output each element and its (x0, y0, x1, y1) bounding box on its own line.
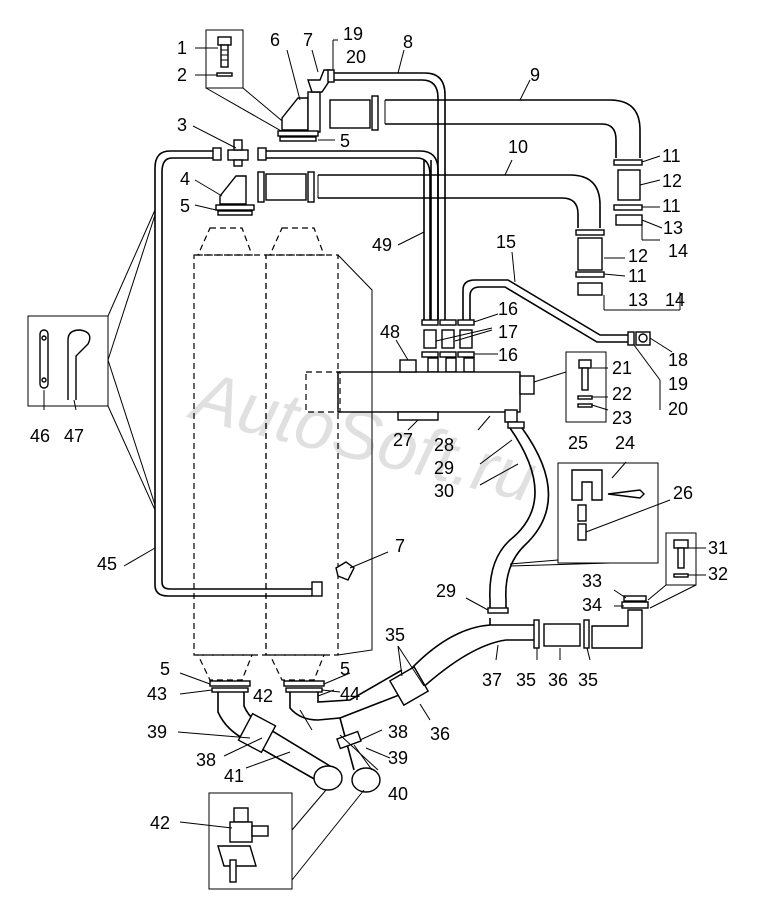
callout-25: 25 (568, 433, 588, 453)
callout-16: 16 (498, 299, 518, 319)
callout-8: 8 (403, 32, 413, 52)
bolt-inset (205, 29, 244, 89)
callout-7: 7 (303, 30, 313, 50)
callout-17: 17 (498, 322, 518, 342)
callout-42: 42 (253, 686, 273, 706)
callout-11: 11 (628, 266, 647, 286)
callout-47: 47 (64, 426, 84, 446)
callout-32: 32 (708, 564, 728, 584)
callout-15: 15 (496, 232, 516, 252)
pin-46 (39, 329, 49, 389)
callout-18: 18 (668, 350, 688, 370)
callout-36: 36 (430, 724, 450, 744)
callout-5: 5 (340, 659, 350, 679)
elbow-7-lower (311, 561, 355, 597)
callout-35: 35 (516, 670, 536, 690)
callout-31: 31 (708, 538, 728, 558)
callout-9: 9 (530, 65, 540, 85)
callout-5: 5 (340, 131, 350, 151)
callout-33: 33 (582, 571, 602, 591)
callout-34: 34 (582, 595, 602, 615)
elbow-6 (277, 91, 321, 142)
callout-38: 38 (196, 750, 216, 770)
callout-24: 24 (615, 433, 635, 453)
callout-6: 6 (270, 30, 280, 50)
callout-45: 45 (97, 554, 117, 574)
callout-2: 2 (177, 65, 187, 85)
callout-46: 46 (30, 426, 50, 446)
callout-11: 11 (662, 146, 681, 166)
cotter-pin-47 (67, 329, 91, 400)
callout-4: 4 (180, 169, 190, 189)
callout-44: 44 (340, 684, 360, 704)
callout-40: 40 (388, 784, 408, 804)
callout-49: 49 (372, 235, 392, 255)
callout-10: 10 (508, 137, 528, 157)
fitting-18 (635, 331, 651, 346)
callout-5: 5 (180, 196, 190, 216)
callout-14: 14 (665, 290, 685, 310)
callout-48: 48 (380, 322, 400, 342)
callout-5: 5 (160, 659, 170, 679)
callout-26: 26 (673, 483, 693, 503)
callout-12: 12 (662, 171, 682, 191)
callout-39: 39 (388, 748, 408, 768)
callout-36: 36 (548, 670, 568, 690)
left-column (193, 227, 267, 681)
callout-29: 29 (434, 458, 454, 478)
callout-1: 1 (177, 38, 187, 58)
callout-37: 37 (482, 670, 502, 690)
callout-13: 13 (663, 218, 683, 238)
elbow-4 (215, 175, 255, 216)
right-column (265, 227, 339, 681)
drain-valve-42 (217, 807, 269, 883)
callout-13: 13 (628, 290, 648, 310)
callout-14: 14 (668, 241, 688, 261)
callout-23: 23 (612, 408, 632, 428)
callout-21: 21 (612, 358, 632, 378)
callout-labels: 1 2 3 4 5 5 5 5 6 7 7 8 9 10 11 11 11 12… (30, 24, 728, 833)
callout-38: 38 (388, 722, 408, 742)
callout-19: 19 (668, 374, 688, 394)
callout-20: 20 (346, 47, 366, 67)
callout-42: 42 (150, 813, 170, 833)
callout-3: 3 (177, 115, 187, 135)
callout-11: 11 (662, 196, 681, 216)
callout-35: 35 (578, 670, 598, 690)
callout-41: 41 (224, 766, 244, 786)
tee-3 (227, 139, 249, 167)
callout-20: 20 (668, 399, 688, 419)
callout-27: 27 (393, 430, 413, 450)
callout-16: 16 (498, 345, 518, 365)
callout-19: 19 (343, 24, 363, 44)
callout-39: 39 (147, 722, 167, 742)
callout-29: 29 (436, 581, 456, 601)
callout-43: 43 (147, 684, 167, 704)
callout-7: 7 (395, 536, 405, 556)
callout-22: 22 (612, 384, 632, 404)
callout-28: 28 (434, 435, 454, 455)
callout-12: 12 (628, 246, 648, 266)
clip-25 (571, 469, 603, 541)
callout-35: 35 (385, 625, 405, 645)
callout-30: 30 (434, 481, 454, 501)
manifold-body (305, 359, 535, 423)
elbow-7-top (307, 69, 331, 93)
